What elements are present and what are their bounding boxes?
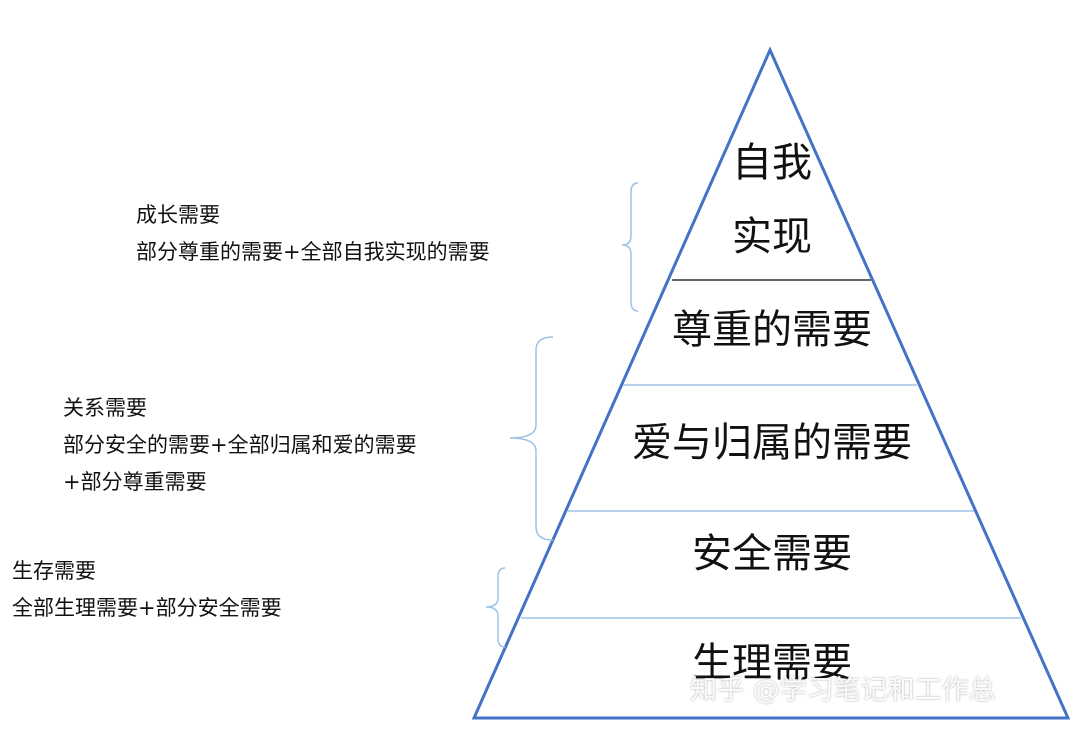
group-relationship-note: 关系需要 部分安全的需要+全部归属和爱的需要 +部分尊重需要 (63, 390, 417, 501)
brace-existence (485, 567, 506, 648)
group-growth-note: 成长需要 部分尊重的需要+全部自我实现的需要 (136, 197, 490, 271)
group-relationship-title: 关系需要 (63, 396, 147, 420)
pyramid-outline (471, 46, 1071, 720)
group-relationship-line2: +部分尊重需要 (63, 470, 207, 494)
layer-self-actualization-line2: 实现 (732, 214, 812, 260)
layer-self-actualization-line1: 自我 (732, 140, 812, 186)
layer-safety: 安全需要 (692, 531, 852, 577)
brace-growth (621, 182, 639, 312)
group-existence-title: 生存需要 (12, 559, 96, 583)
group-relationship-line1: 部分安全的需要+全部归属和爱的需要 (63, 433, 417, 457)
layer-physiological: 生理需要 (692, 640, 852, 686)
watermark-text: 知乎 @学习笔记和工作总 (690, 675, 996, 706)
layer-love-belonging: 爱与归属的需要 (632, 420, 912, 466)
group-growth-title: 成长需要 (136, 203, 220, 227)
group-existence-note: 生存需要 全部生理需要+部分安全需要 (12, 553, 282, 627)
brace-relationship (509, 336, 554, 541)
group-existence-line1: 全部生理需要+部分安全需要 (12, 596, 282, 620)
group-growth-line1: 部分尊重的需要+全部自我实现的需要 (136, 240, 490, 264)
layer-esteem: 尊重的需要 (672, 307, 872, 353)
